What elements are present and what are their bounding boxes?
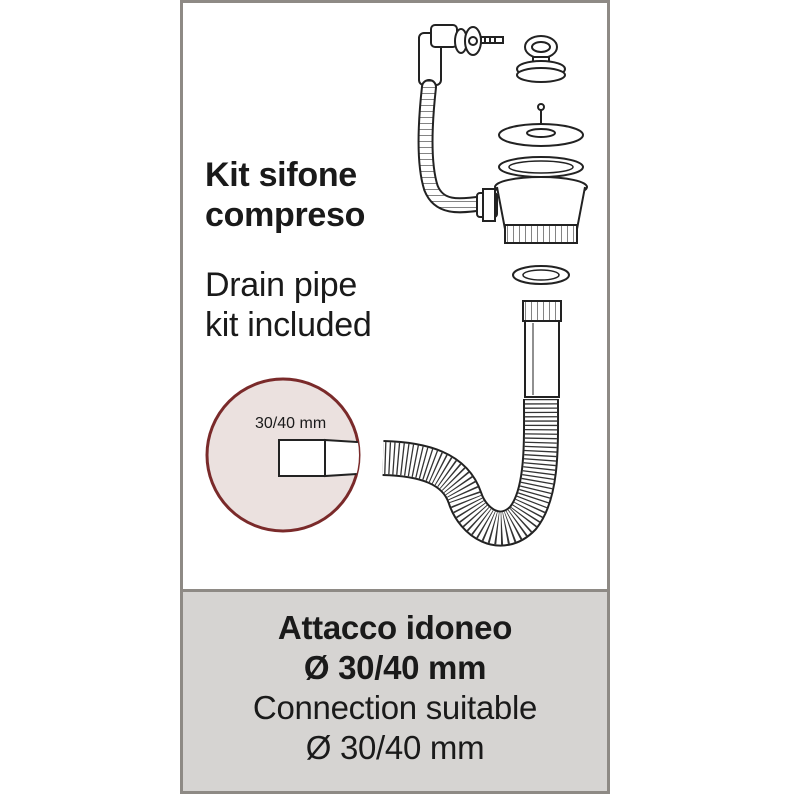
kit-title-italian-line2: compreso xyxy=(205,196,366,234)
kit-title-english-line1: Drain pipe xyxy=(205,266,357,304)
drain-plug xyxy=(516,35,566,83)
diameter-detail-label: 30/40 mm xyxy=(255,415,327,432)
pipe-connector xyxy=(522,300,562,398)
connection-english-line1: Connection suitable xyxy=(252,689,538,726)
drain-kit-drawing xyxy=(205,24,588,547)
pipe-end-detail xyxy=(278,438,359,478)
kit-title-italian-line1: Kit sifone xyxy=(205,156,357,194)
drain-kit-illustration: Kit sifone compreso Drain pipe kit inclu… xyxy=(183,3,607,589)
connection-italian-line1: Attacco idoneo xyxy=(277,609,513,646)
strainer xyxy=(498,103,584,147)
overflow-fitting xyxy=(418,24,504,86)
drain-body xyxy=(476,176,588,244)
section-divider xyxy=(183,589,607,592)
kit-title-italian: Kit sifone compreso xyxy=(205,155,445,235)
connection-english-line2: Ø 30/40 mm xyxy=(305,729,485,766)
connection-italian-line2: Ø 30/40 mm xyxy=(303,649,487,686)
connection-info-panel: Attacco idoneo Ø 30/40 mm Connection sui… xyxy=(183,592,607,791)
product-info-card: Kit sifone compreso Drain pipe kit inclu… xyxy=(180,0,610,794)
kit-title-english-line2: kit included xyxy=(205,306,372,344)
kit-title-english: Drain pipe kit included xyxy=(205,265,445,345)
